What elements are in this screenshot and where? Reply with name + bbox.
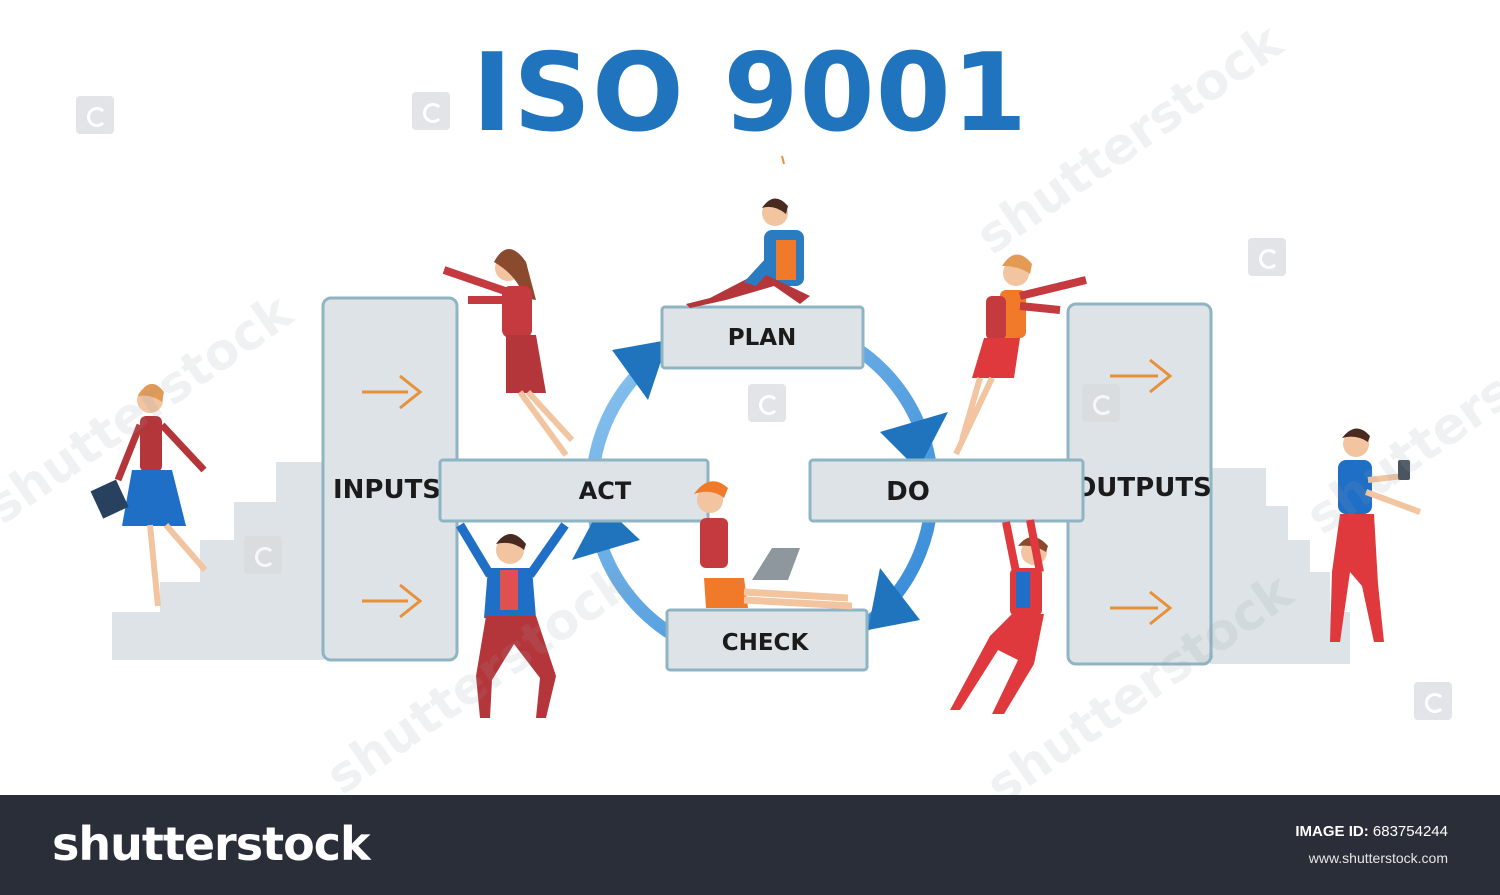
cycle-arrow-icon bbox=[880, 412, 948, 470]
watermark-icon bbox=[1414, 682, 1452, 720]
diagram-canvas: ISO 9001 bbox=[0, 12, 1500, 816]
check-box bbox=[665, 608, 869, 672]
person-woman-reaching bbox=[442, 249, 575, 457]
person-man-with-phone bbox=[1330, 428, 1422, 642]
watermark-icon bbox=[1082, 384, 1120, 422]
footer-bar: shutterstock IMAGE ID: 683754244 www.shu… bbox=[0, 795, 1500, 895]
watermark-icon bbox=[412, 92, 450, 130]
act-box bbox=[438, 458, 710, 523]
person-man-sitting-on-plan bbox=[686, 198, 810, 308]
right-staircase bbox=[1210, 468, 1350, 664]
cycle-arrow-icon bbox=[612, 340, 668, 400]
output-arrow-icon bbox=[1110, 590, 1173, 626]
person-woman-with-briefcase bbox=[90, 383, 208, 607]
do-label: DO bbox=[886, 477, 930, 507]
watermark-icon bbox=[1248, 238, 1286, 276]
do-box bbox=[808, 458, 1085, 523]
diagram-title: ISO 9001 bbox=[472, 31, 1028, 156]
image-id: IMAGE ID: 683754244 bbox=[1295, 823, 1448, 840]
check-label: CHECK bbox=[722, 630, 810, 656]
watermark-icon bbox=[748, 384, 786, 422]
person-woman-with-laptop bbox=[694, 481, 853, 610]
site-url: www.shutterstock.com bbox=[1308, 850, 1448, 866]
plan-label: PLAN bbox=[728, 325, 797, 351]
cycle-arrow-icon bbox=[868, 568, 920, 630]
plan-box bbox=[660, 305, 865, 370]
inputs-label: INPUTS bbox=[333, 475, 441, 505]
image-id-value: 683754244 bbox=[1372, 823, 1448, 840]
input-arrow-icon bbox=[362, 374, 423, 410]
image-id-label: IMAGE ID: bbox=[1295, 823, 1369, 840]
watermark-icon bbox=[76, 96, 114, 134]
output-arrow-icon bbox=[1110, 358, 1173, 394]
act-label: ACT bbox=[579, 477, 632, 505]
input-arrow-icon bbox=[362, 583, 423, 619]
person-man-pushing-do bbox=[950, 519, 1048, 714]
pdca-diagram: INPUTS OUTPUTS PLAN ACT DO CHECK bbox=[90, 155, 1422, 718]
brand-logo: shutterstock bbox=[52, 817, 371, 871]
cycle-arrow-icon bbox=[572, 504, 640, 560]
outputs-label: OUTPUTS bbox=[1074, 473, 1212, 503]
watermark-icon bbox=[244, 536, 282, 574]
person-woman-flying-right bbox=[953, 254, 1087, 456]
person-man-lifting-act bbox=[456, 522, 569, 718]
